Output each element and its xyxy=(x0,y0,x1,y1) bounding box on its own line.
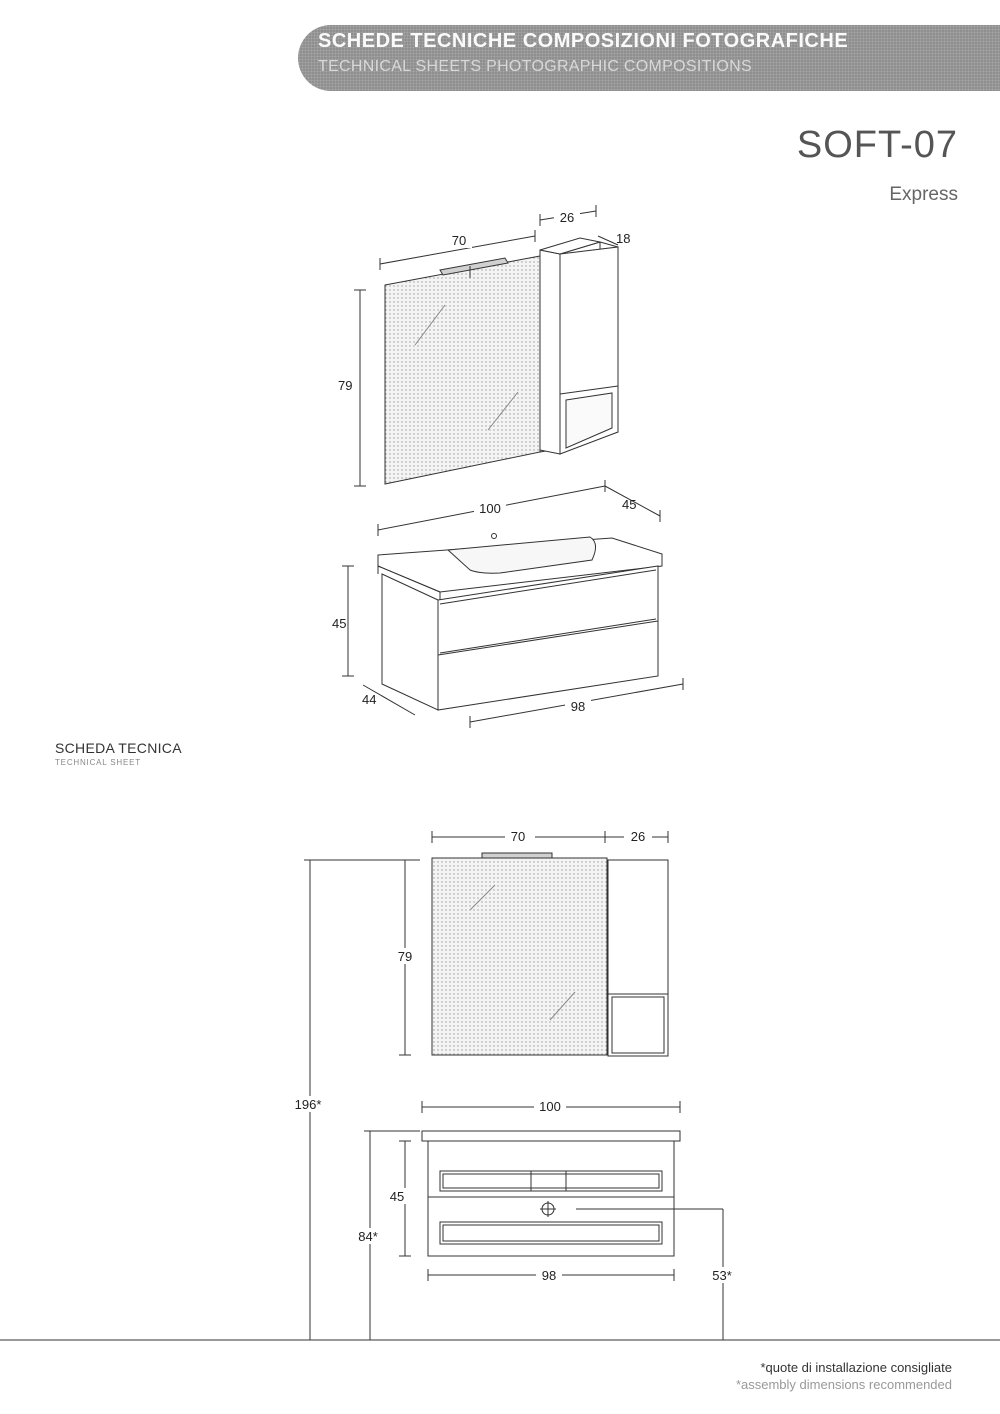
header-subtitle: TECHNICAL SHEETS PHOTOGRAPHIC COMPOSITIO… xyxy=(318,58,752,75)
persp-base-height-label: 45 xyxy=(332,616,346,631)
persp-mirror-height-label: 79 xyxy=(338,378,352,393)
persp-base-depth-label: 44 xyxy=(362,692,376,707)
perspective-vanity xyxy=(377,533,663,711)
front-vanity xyxy=(421,1130,681,1257)
front-total-height-label: 196* xyxy=(295,1097,322,1112)
perspective-view xyxy=(342,205,684,728)
footnote-italian: *quote di installazione consigliate xyxy=(760,1360,952,1375)
front-install-height-label: 84* xyxy=(358,1229,378,1244)
front-column xyxy=(607,859,669,1057)
persp-top-width-label: 100 xyxy=(479,501,501,516)
front-base-height-label: 45 xyxy=(390,1189,404,1204)
persp-base-width-label: 98 xyxy=(571,699,585,714)
perspective-lamp xyxy=(439,257,509,278)
header-title: SCHEDE TECNICHE COMPOSIZIONI FOTOGRAFICH… xyxy=(318,30,849,52)
front-top-width-label: 100 xyxy=(539,1099,561,1114)
model-code: SOFT-07 xyxy=(796,124,958,166)
front-mirror xyxy=(431,852,608,1056)
persp-column-depth-label: 18 xyxy=(616,231,630,246)
front-drain-height-label: 53* xyxy=(712,1268,732,1283)
front-column-width-label: 26 xyxy=(631,829,645,844)
persp-top-depth-label: 45 xyxy=(622,497,636,512)
perspective-mirror xyxy=(384,254,547,485)
perspective-dimensions xyxy=(342,205,684,728)
technical-sheet-title: SCHEDA TECNICA xyxy=(55,740,182,756)
perspective-column xyxy=(539,237,619,455)
header-band xyxy=(298,25,1000,91)
model-name: Express xyxy=(889,184,958,205)
persp-mirror-width-label: 70 xyxy=(452,233,466,248)
front-view xyxy=(0,831,1000,1341)
technical-sheet-subtitle: TECHNICAL SHEET xyxy=(55,758,141,767)
front-mirror-height-label: 79 xyxy=(398,949,412,964)
front-base-width-label: 98 xyxy=(542,1268,556,1283)
persp-column-width-label: 26 xyxy=(560,210,574,225)
footnote-english: *assembly dimensions recommended xyxy=(735,1377,952,1392)
front-mirror-width-label: 70 xyxy=(511,829,525,844)
